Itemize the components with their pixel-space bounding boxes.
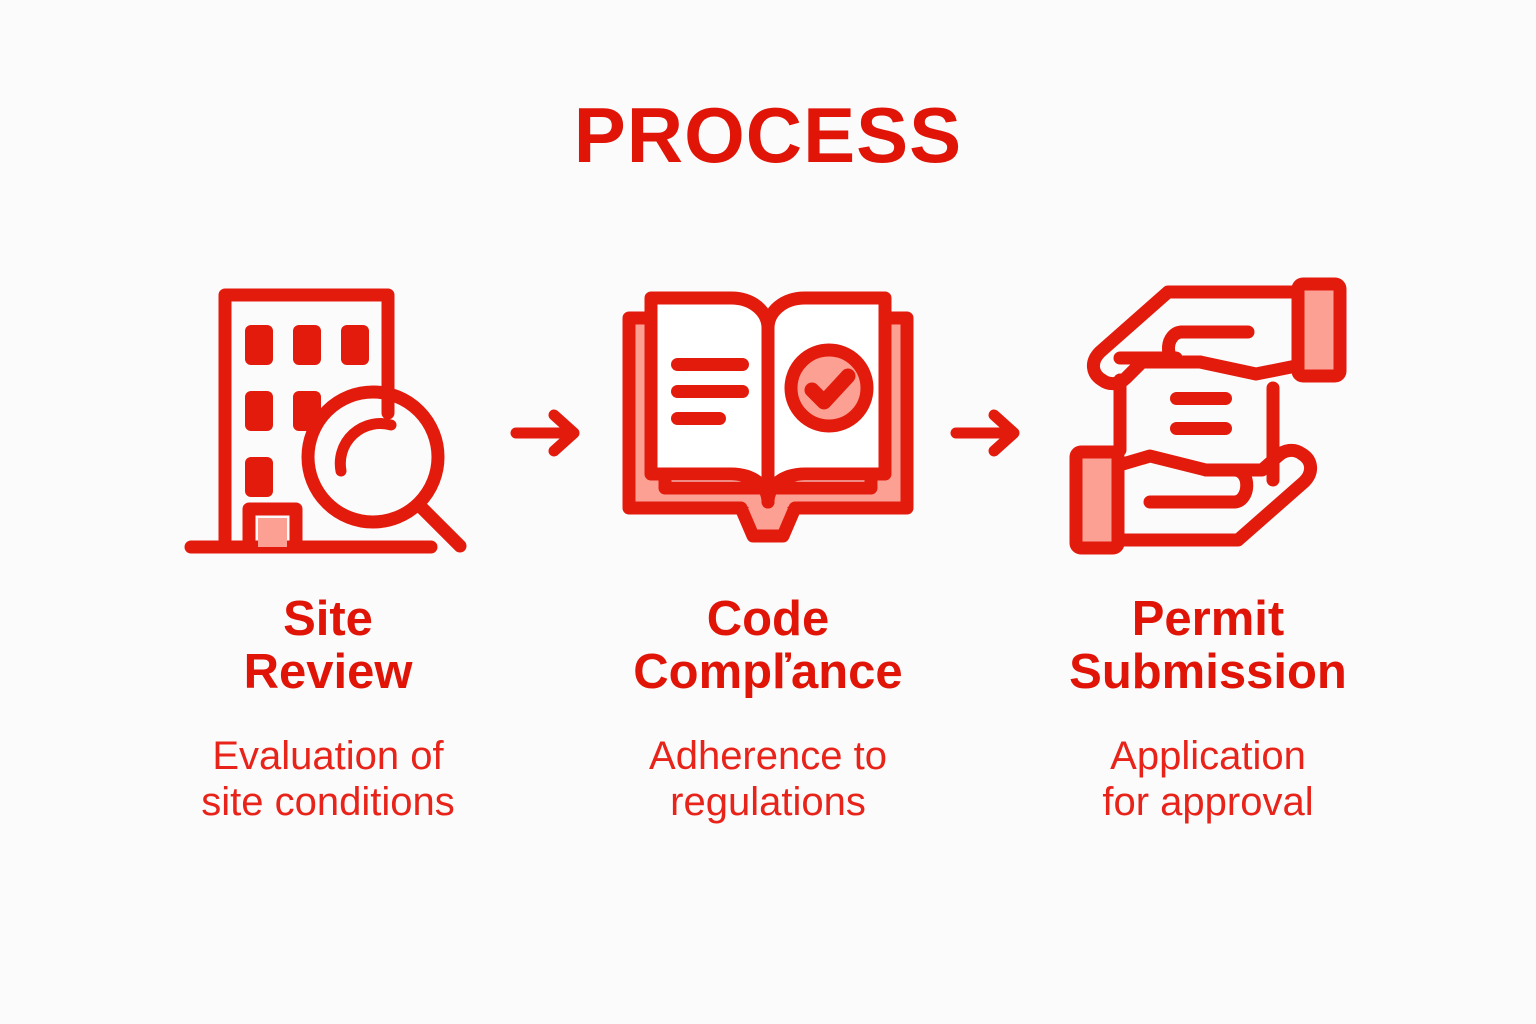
step-title: Site Review	[243, 592, 413, 699]
step-description: Adherence to regulations	[649, 733, 887, 825]
step-description: Evaluation of site conditions	[201, 733, 455, 825]
process-step-site-review[interactable]: Site Review Evaluation of site condition…	[163, 265, 493, 826]
step-title: Code Compľance	[633, 592, 903, 699]
process-step-permit-submission[interactable]: Permit Submission Application for approv…	[1043, 265, 1373, 826]
building-magnifier-icon	[173, 265, 483, 565]
arrow-right-icon-1	[493, 265, 603, 461]
process-steps-row: Site Review Evaluation of site condition…	[0, 265, 1536, 826]
step-title: Permit Submission	[1069, 592, 1347, 699]
open-book-check-icon	[613, 265, 923, 565]
page-title: PROCESS	[573, 91, 963, 179]
step-description: Application for approval	[1102, 733, 1314, 825]
hands-document-icon	[1053, 265, 1363, 565]
process-step-code-compliance[interactable]: Code Compľance Adherence to regulations	[603, 265, 933, 826]
arrow-right-icon-2	[933, 265, 1043, 461]
